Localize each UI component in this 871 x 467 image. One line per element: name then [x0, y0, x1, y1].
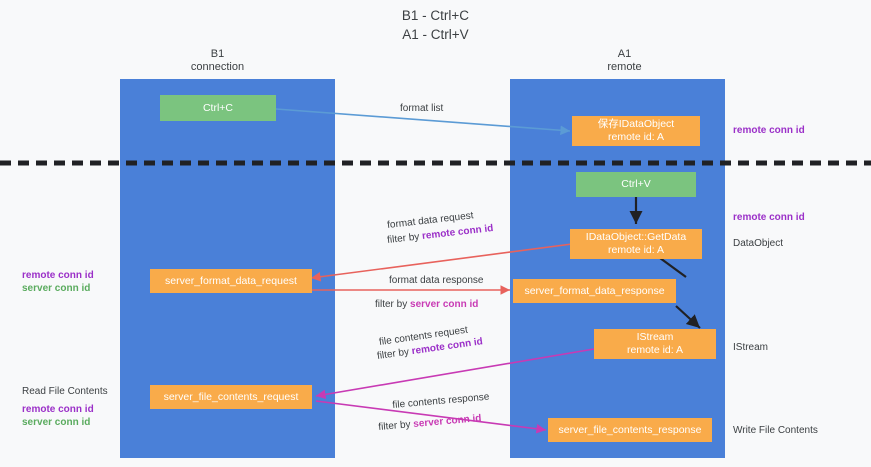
box-save-idataobject-line1: 保存IDataObject — [597, 118, 675, 130]
box-istream-line2: remote id: A — [626, 344, 684, 356]
page-title: B1 - Ctrl+C A1 - Ctrl+V — [0, 6, 871, 44]
box-ctrl-c[interactable]: Ctrl+C — [160, 95, 276, 121]
box-idataobject-getdata-line2: remote id: A — [607, 244, 665, 256]
lane-header-a1: A1 remote — [562, 48, 687, 74]
annotation-dataobject: DataObject — [733, 238, 784, 249]
box-save-idataobject[interactable]: 保存IDataObject remote id: A — [572, 116, 700, 146]
annotation-left-remote-conn-id: remote conn id — [22, 270, 94, 281]
lane-a1-subtitle: remote — [607, 61, 642, 73]
box-server-format-data-response-label: server_format_data_response — [524, 284, 665, 297]
filter-key-server-conn-id-2: server conn id — [412, 413, 482, 430]
edge-label-file-contents-response-filter: filter by server conn id — [378, 412, 482, 434]
lane-a1-title: A1 — [617, 48, 632, 60]
annotation-read-file-contents: Read File Contents — [22, 386, 108, 397]
lane-header-b1: B1 connection — [155, 48, 280, 74]
box-ctrl-c-label: Ctrl+C — [202, 101, 234, 114]
annotation-remote-conn-id-top: remote conn id — [733, 125, 805, 136]
box-ctrl-v-label: Ctrl+V — [621, 178, 651, 190]
lane-b1-subtitle: connection — [190, 61, 245, 73]
box-server-file-contents-request[interactable]: server_file_contents_request — [150, 385, 312, 409]
box-save-idataobject-line2: remote id: A — [607, 131, 665, 143]
box-server-format-data-response[interactable]: server_format_data_response — [513, 279, 676, 303]
filter-prefix-1: filter by — [386, 231, 423, 247]
box-idataobject-getdata[interactable]: IDataObject::GetData remote id: A — [570, 229, 702, 259]
filter-prefix-2: filter by — [375, 299, 411, 310]
box-server-file-contents-request-label: server_file_contents_request — [163, 390, 299, 403]
annotation-remote-conn-id-mid: remote conn id — [733, 212, 805, 223]
annotation-left-server-conn-id: server conn id — [22, 283, 91, 294]
filter-prefix-4: filter by — [377, 418, 414, 434]
annotation-left-server-conn-id-2: server conn id — [22, 417, 91, 428]
annotation-left-remote-conn-id-2: remote conn id — [22, 404, 94, 415]
annotation-write-file-contents: Write File Contents — [733, 425, 818, 436]
annotation-istream: IStream — [733, 342, 769, 353]
edge-label-format-data-response: format data response — [389, 275, 484, 286]
box-istream[interactable]: IStream remote id: A — [594, 329, 716, 359]
edge-label-format-data-response-filter: filter by server conn id — [375, 298, 478, 311]
title-line-2: A1 - Ctrl+V — [402, 27, 469, 42]
box-server-format-data-request-label: server_format_data_request — [165, 274, 297, 287]
box-server-file-contents-response[interactable]: server_file_contents_response — [548, 418, 712, 442]
lane-b1-title: B1 — [210, 48, 225, 60]
title-line-1: B1 - Ctrl+C — [401, 8, 470, 23]
edge-label-format-list: format list — [400, 103, 444, 114]
box-server-format-data-request[interactable]: server_format_data_request — [150, 269, 312, 293]
box-idataobject-getdata-line1: IDataObject::GetData — [585, 231, 687, 243]
box-istream-line1: IStream — [636, 331, 674, 343]
filter-prefix-3: filter by — [376, 346, 413, 363]
box-ctrl-v[interactable]: Ctrl+V — [576, 172, 696, 197]
box-server-file-contents-response-label: server_file_contents_response — [558, 423, 702, 436]
filter-key-server-conn-id-1: server conn id — [410, 299, 479, 310]
edge-label-file-contents-response: file contents response — [391, 391, 490, 412]
